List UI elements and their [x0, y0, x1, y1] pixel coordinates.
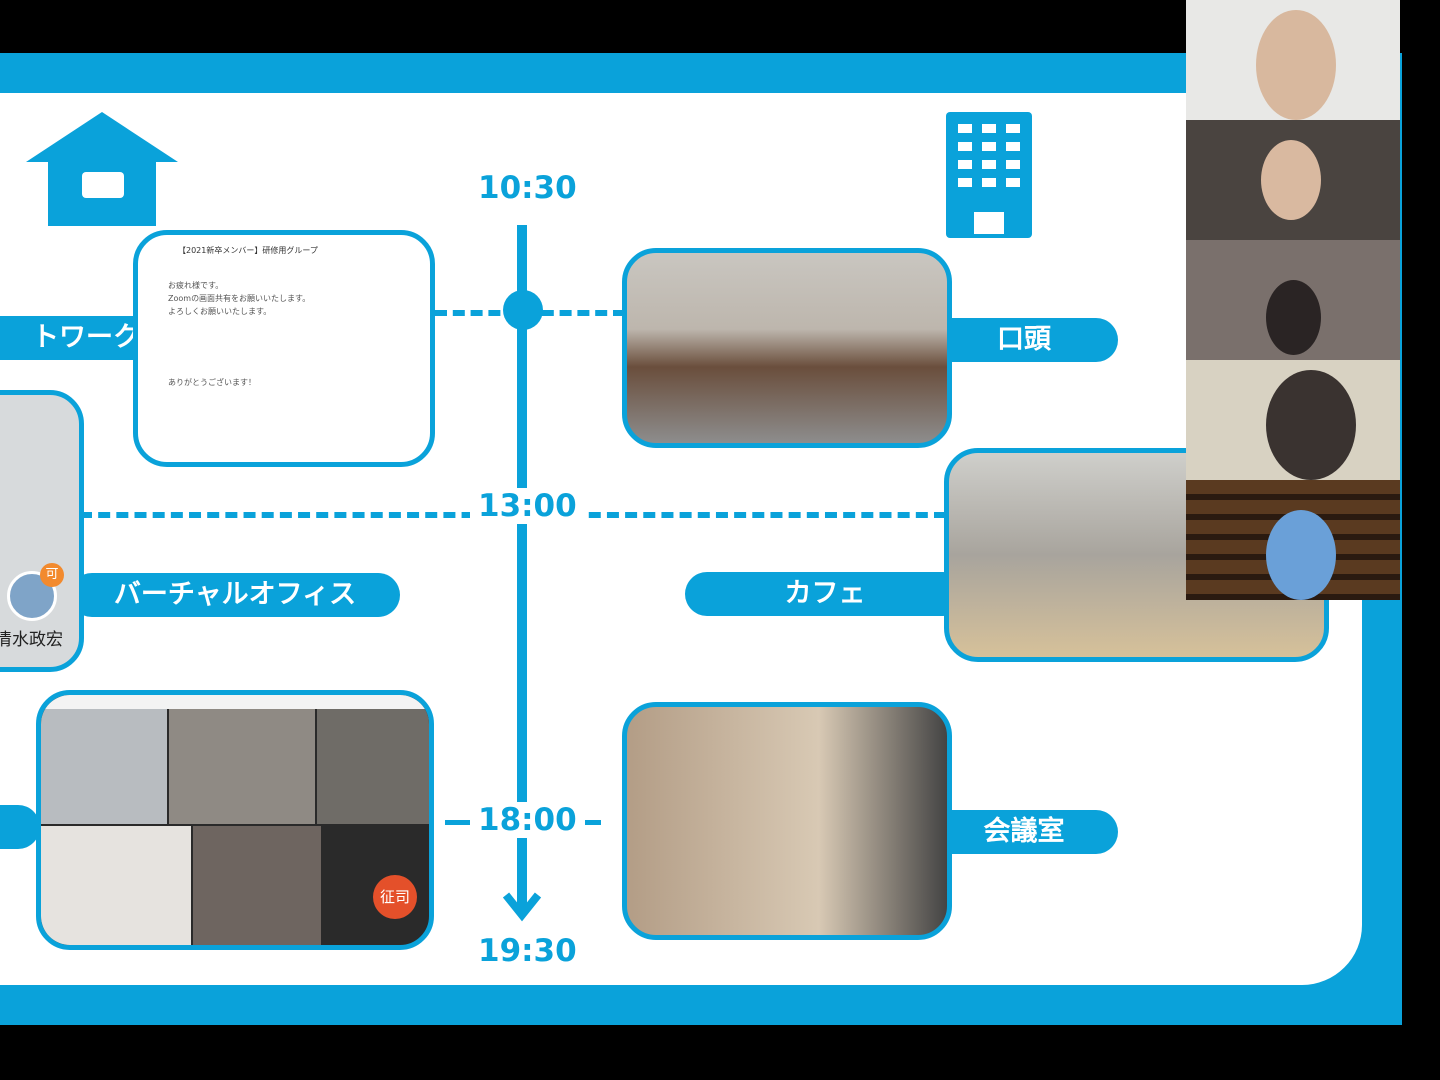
- arrow-down-icon: [502, 892, 542, 922]
- status-badge: 可: [40, 563, 64, 587]
- avatar-name: 清水政宏: [0, 630, 63, 650]
- cafe-label: カフェ: [685, 572, 965, 616]
- video-tile[interactable]: [1186, 360, 1400, 480]
- cafe-counter-photo: [622, 248, 952, 448]
- dashed-connector: [435, 310, 625, 316]
- chat-screenshot: 【2021新卒メンバー】研修用グループ お疲れ様です。 Zoomの画面共有をお願…: [133, 230, 435, 467]
- timeline-axis: [517, 225, 527, 915]
- office-building-icon: [946, 112, 1032, 238]
- chat-title: 【2021新卒メンバー】研修用グループ: [178, 246, 318, 255]
- virtual-office-label: バーチャルオフィス: [70, 573, 400, 617]
- zoom-meeting-screenshot: 征司: [36, 690, 434, 950]
- chat-message: お疲れ様です。: [168, 281, 224, 290]
- participant-initials: 征司: [373, 875, 417, 919]
- chat-message: Zoomの画面共有をお願いいたします。: [168, 294, 311, 303]
- chat-message: ありがとうございます！: [168, 378, 256, 387]
- video-tile[interactable]: [1186, 120, 1400, 240]
- video-tile[interactable]: [1186, 0, 1400, 120]
- oral-label: 口頭: [930, 318, 1118, 362]
- time-label: 10:30: [470, 170, 585, 206]
- video-tile[interactable]: [1186, 240, 1400, 360]
- meeting-room-photo: [622, 702, 952, 940]
- virtual-office-screenshot: 可 清水政宏: [0, 390, 84, 672]
- time-label: 18:00: [470, 802, 585, 838]
- time-label: 13:00: [470, 488, 585, 524]
- video-tile[interactable]: [1186, 480, 1400, 600]
- time-label: 19:30: [470, 933, 585, 969]
- home-icon: [26, 112, 178, 226]
- zoom-label: [0, 805, 40, 849]
- meeting-room-label: 会議室: [930, 810, 1118, 854]
- chat-message: よろしくお願いいたします。: [168, 307, 272, 316]
